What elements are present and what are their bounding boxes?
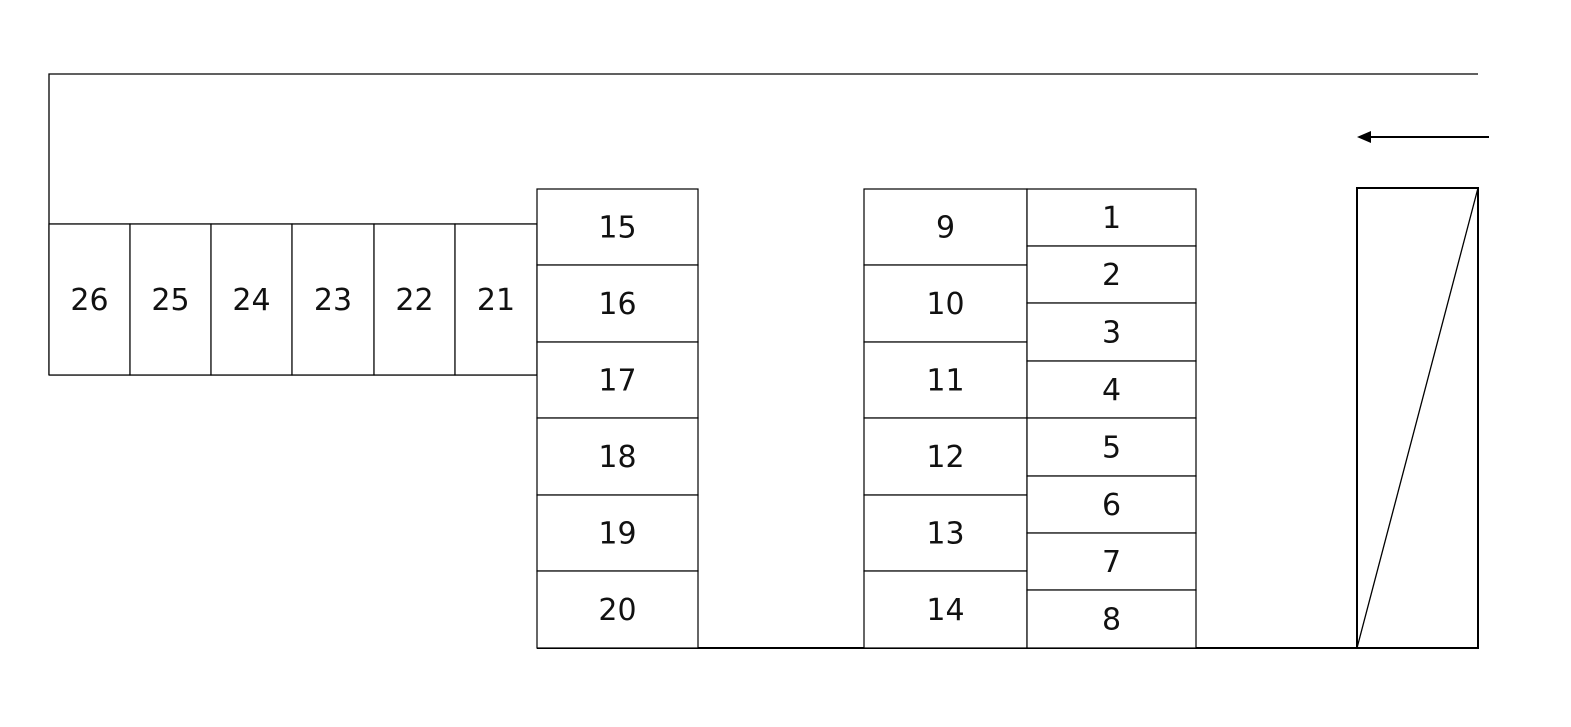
parking-space-19 [536, 494, 699, 572]
parking-space-3 [1026, 302, 1197, 362]
parking-space-8 [1026, 589, 1197, 649]
ramp-block [1356, 187, 1479, 649]
parking-space-label: 17 [598, 364, 636, 399]
parking-space-label: 4 [1102, 373, 1121, 408]
parking-space-9 [863, 188, 1028, 266]
parking-space-label: 23 [314, 283, 352, 318]
parking-space-label: 24 [232, 283, 270, 318]
parking-space-label: 15 [598, 211, 636, 246]
parking-space-label: 20 [598, 593, 636, 628]
parking-space-10 [863, 264, 1028, 343]
parking-space-label: 19 [598, 517, 636, 552]
parking-space-26 [48, 223, 131, 376]
parking-space-label: 21 [477, 283, 515, 318]
parking-space-label: 9 [936, 211, 955, 246]
parking-space-25 [129, 223, 212, 376]
parking-space-2 [1026, 245, 1197, 304]
parking-space-13 [863, 494, 1028, 572]
parking-space-label: 10 [926, 287, 964, 322]
parking-space-label: 7 [1102, 545, 1121, 580]
parking-space-7 [1026, 532, 1197, 591]
parking-space-20 [536, 570, 699, 649]
parking-space-24 [210, 223, 293, 376]
parking-space-21 [454, 223, 538, 376]
parking-space-label: 1 [1102, 201, 1121, 236]
parking-space-label: 3 [1102, 316, 1121, 351]
parking-space-label: 13 [926, 517, 964, 552]
parking-space-18 [536, 417, 699, 496]
parking-space-label: 25 [151, 283, 189, 318]
parking-space-label: 8 [1102, 603, 1121, 638]
parking-space-11 [863, 341, 1028, 419]
parking-space-17 [536, 341, 699, 419]
parking-space-1 [1026, 188, 1197, 247]
parking-space-22 [373, 223, 456, 376]
parking-space-6 [1026, 475, 1197, 534]
parking-space-label: 2 [1102, 258, 1121, 293]
parking-space-5 [1026, 417, 1197, 477]
parking-space-4 [1026, 360, 1197, 419]
parking-space-label: 26 [70, 283, 108, 318]
parking-space-label: 11 [926, 364, 964, 399]
parking-space-label: 6 [1102, 488, 1121, 523]
parking-space-12 [863, 417, 1028, 496]
entrance-arrow-icon [1357, 131, 1489, 143]
parking-space-label: 18 [598, 440, 636, 475]
parking-space-label: 5 [1102, 431, 1121, 466]
parking-space-label: 16 [598, 287, 636, 322]
parking-space-label: 22 [395, 283, 433, 318]
parking-space-label: 14 [926, 593, 964, 628]
parking-space-label: 12 [926, 440, 964, 475]
